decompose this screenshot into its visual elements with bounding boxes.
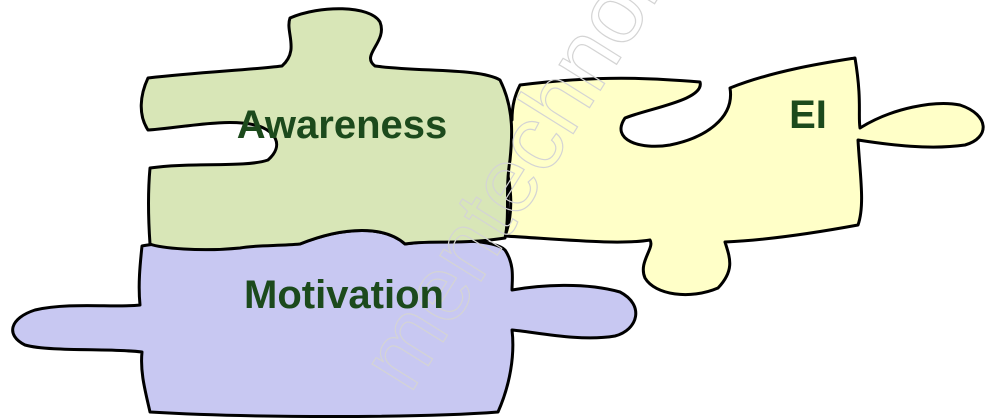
label-ei: EI [789,93,827,137]
label-awareness: Awareness [237,103,448,147]
puzzle-piece-awareness [139,7,514,252]
puzzle-piece-motivation [11,229,638,418]
label-motivation: Motivation [244,273,444,317]
